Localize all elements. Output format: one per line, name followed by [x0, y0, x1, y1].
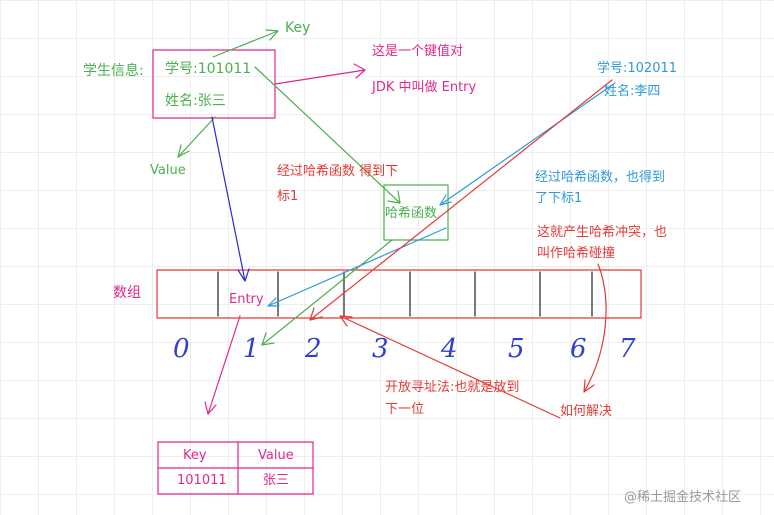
array-index-6: 6 — [570, 334, 587, 364]
array-index-7: 7 — [619, 334, 636, 364]
table-header-key: Key — [183, 448, 207, 463]
pair-note-line1: 这是一个键值对 — [372, 44, 464, 59]
table-cell-key: 101011 — [177, 473, 227, 488]
array-index-4: 4 — [441, 334, 458, 364]
arrow-student2-to-hash — [439, 82, 616, 206]
open-addressing-line2: 下一位 — [385, 402, 425, 417]
hash-note1-line1: 经过哈希函数 得到下 — [277, 164, 399, 179]
watermark: @稀土掘金技术社区 — [624, 490, 742, 505]
arrow-how-to-resolve — [583, 263, 607, 393]
arrow-entry-to-table — [204, 315, 241, 415]
student2-id: 学号:102011 — [597, 61, 678, 76]
arrow-to-pair-note — [274, 63, 366, 85]
entry-label: Entry — [229, 292, 264, 307]
array-label: 数组 — [113, 285, 141, 301]
array-index-5: 5 — [508, 334, 525, 364]
arrow-open-addressing — [339, 315, 561, 419]
table-header-value: Value — [258, 448, 294, 463]
value-label: Value — [150, 163, 186, 178]
arrow-to-key — [212, 29, 279, 58]
collision-note-line2: 叫作哈希碰撞 — [537, 246, 616, 261]
open-addressing-line1: 开放寻址法:也就是放到 — [385, 380, 520, 395]
arrow-collision-to-index2 — [309, 79, 613, 321]
hash-note2-line1: 经过哈希函数，也得到 — [535, 170, 666, 185]
student-name: 姓名:张三 — [165, 93, 226, 109]
array-index-1: 1 — [243, 334, 260, 364]
key-label: Key — [285, 20, 311, 36]
collision-note-line1: 这就产生哈希冲突，也 — [537, 225, 668, 240]
how-to-resolve: 如何解决 — [560, 404, 613, 419]
hash-note1-line2: 标1 — [277, 189, 299, 204]
hash-box — [383, 184, 449, 241]
arrow-hash-to-entry — [267, 227, 447, 307]
array-index-0: 0 — [173, 334, 190, 364]
array-index-2: 2 — [305, 334, 322, 364]
student-id: 学号:101011 — [165, 61, 252, 77]
arrow-id-to-hash — [254, 66, 401, 204]
hash-note2-line2: 了下标1 — [535, 191, 583, 206]
student-info-label: 学生信息: — [83, 63, 144, 79]
arrow-name-to-entry — [211, 116, 250, 282]
hash-box-label: 哈希函数 — [385, 206, 438, 221]
kv-table-frame — [157, 441, 314, 495]
array-dividers — [217, 271, 593, 317]
arrow-to-value — [177, 116, 216, 158]
student2-name: 姓名:李四 — [604, 84, 661, 99]
table-cell-value: 张三 — [263, 473, 290, 488]
arrow-hash-to-index1 — [261, 239, 393, 346]
pair-note-line2: JDK 中叫做 Entry — [372, 80, 477, 95]
array-index-3: 3 — [372, 334, 389, 364]
array-box — [156, 269, 642, 319]
